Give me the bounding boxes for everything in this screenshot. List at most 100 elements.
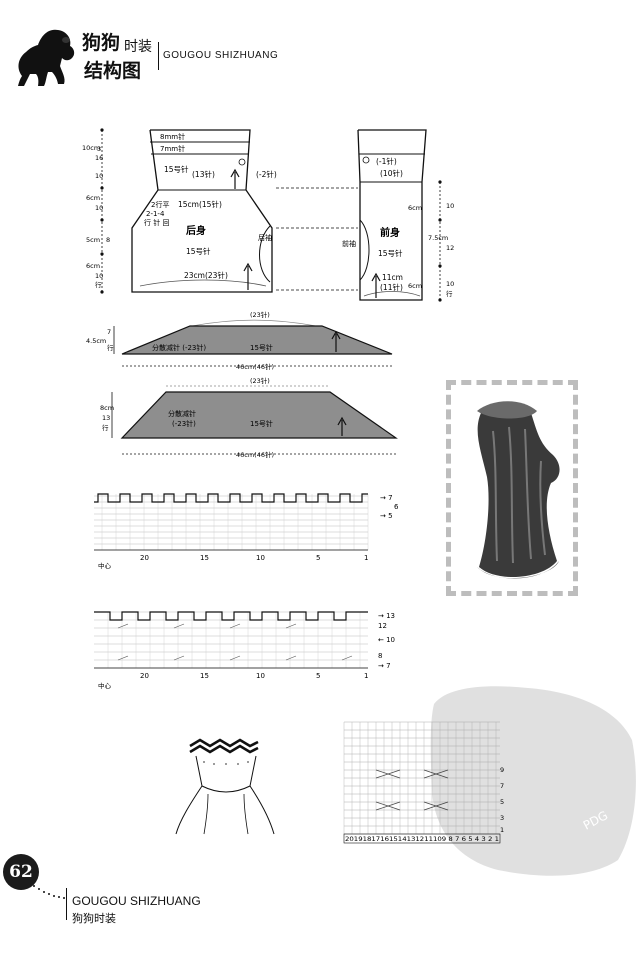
chart1-row-7: 7 xyxy=(388,494,392,502)
svg-text:→ 13: → 13 xyxy=(378,612,395,620)
back-r10a: 10 xyxy=(95,172,103,180)
collar1-bottom: 46cm(46针) xyxy=(236,362,274,371)
back-h10: 10cm xyxy=(82,144,100,152)
back-r16: 16 xyxy=(95,154,103,162)
front-c11: (11针) xyxy=(380,282,403,292)
collar-diagram-1: (23针) 分散减针 (-23针) 15号针 4.5cm 7 行 46cm(46… xyxy=(86,310,393,371)
svg-text:← 10: ← 10 xyxy=(378,636,395,644)
chart2-row-10: 10 xyxy=(386,636,395,644)
collar1-h: 4.5cm xyxy=(86,337,106,345)
back-r3: 3 xyxy=(97,145,101,153)
back-name: 后身 xyxy=(186,224,206,237)
footer-title-cn: 狗狗时装 xyxy=(72,912,116,925)
header-title-b: 时装 xyxy=(124,39,152,55)
back-r10c: 10 xyxy=(95,272,103,280)
back-seq: 2-1-4 xyxy=(146,210,165,218)
collar2-row: 行 xyxy=(102,423,109,432)
chart2-row-13: 13 xyxy=(386,612,395,620)
collar2-r: 13 xyxy=(102,414,110,422)
page-number: 62 xyxy=(9,862,33,882)
back-st1: 8mm针 xyxy=(160,132,185,141)
back-h6b: 6cm xyxy=(86,262,100,270)
front-dec1: (-1针) xyxy=(376,156,397,166)
back-rows: 行 针 回 xyxy=(144,218,169,227)
svg-text:→ 5: → 5 xyxy=(380,512,393,520)
back-sleeve: 后袖 xyxy=(258,233,272,242)
back-r10b: 10 xyxy=(95,204,103,212)
collar2-h: 8cm xyxy=(100,404,114,412)
front-row: 行 xyxy=(446,289,453,298)
back-piece-outline xyxy=(131,129,273,293)
chart3-row-1: 1 xyxy=(500,826,504,834)
back-h6a: 6cm xyxy=(86,194,100,202)
product-photo-frame xyxy=(446,380,578,596)
chart3-row-7: 7 xyxy=(500,782,504,790)
stitch-chart-2: → 13 12 ← 10 8 → 7 20 15 10 5 1 中心 xyxy=(94,611,395,690)
collar-diagram-2: (23针) 分散减针 (-23针) 15号针 8cm 13 行 46cm(46针… xyxy=(100,376,398,459)
svg-text:→ 7: → 7 xyxy=(380,494,393,502)
chart2-col-1: 1 xyxy=(364,672,368,680)
front-c10: (10针) xyxy=(380,168,403,178)
chart3-col-numbers: 20191817161514131211109 8 7 6 5 4 3 2 1 xyxy=(345,836,499,843)
header-subtitle: GOUGOU SHIZHUANG xyxy=(163,50,279,61)
front-r12: 12 xyxy=(446,244,454,252)
svg-text:→ 7: → 7 xyxy=(378,662,391,670)
front-h6a: 6cm xyxy=(408,204,422,212)
knitted-garment-photo xyxy=(477,401,560,579)
collar2-needle: 15号针 xyxy=(250,419,273,428)
collar1-needle: 15号针 xyxy=(250,343,273,352)
front-h6b: 6cm xyxy=(408,282,422,290)
chart2-row-12: 12 xyxy=(378,622,387,630)
garment-sketch xyxy=(175,738,275,835)
header-title-c: 结构图 xyxy=(84,60,142,82)
stitch-chart-1: → 7 6 → 5 20 15 10 5 1 中心 xyxy=(94,493,399,570)
chart3-row-5: 5 xyxy=(500,798,504,806)
front-sleeve: 前袖 xyxy=(342,239,356,248)
back-w23: 23cm(23针) xyxy=(184,270,228,280)
collar1-row: 行 xyxy=(107,343,114,352)
chart1-col-15: 15 xyxy=(200,554,209,562)
chart1-row-5: 5 xyxy=(388,512,392,520)
chart1-col-10: 10 xyxy=(256,554,265,562)
chart3-row-9: 9 xyxy=(500,766,504,774)
chart1-col-5: 5 xyxy=(316,554,320,562)
front-r10a: 10 xyxy=(446,202,454,210)
collar1-r: 7 xyxy=(107,328,111,336)
footer-subtitle: GOUGOU SHIZHUANG xyxy=(72,894,201,908)
header: 狗狗 时装 结构图 GOUGOU SHIZHUANG xyxy=(0,0,640,95)
front-needle: 15号针 xyxy=(378,248,403,258)
front-r10b: 10 xyxy=(446,280,454,288)
chart2-col-5: 5 xyxy=(316,672,320,680)
header-title-a: 狗狗 xyxy=(82,32,121,54)
chart2-row-8: 8 xyxy=(378,652,382,660)
chart2-col-20: 20 xyxy=(140,672,149,680)
watermark-seal: PDG xyxy=(430,686,636,876)
chart2-row-7: 7 xyxy=(386,662,390,670)
back-st2: 7mm针 xyxy=(160,144,185,153)
footer-divider xyxy=(66,888,67,920)
chart1-col-1: 1 xyxy=(364,554,368,562)
collar2-top: (23针) xyxy=(250,376,270,385)
collar2-bottom: 46cm(46针) xyxy=(236,450,274,459)
dog-silhouette-logo xyxy=(18,29,75,86)
chart1-col-20: 20 xyxy=(140,554,149,562)
front-name: 前身 xyxy=(380,226,400,239)
collar1-top: (23针) xyxy=(250,310,270,319)
chart1-row-6: 6 xyxy=(394,503,399,511)
back-needle: 15号针 xyxy=(186,246,211,256)
back-flat: 2行平 xyxy=(151,200,169,209)
chart2-col-15: 15 xyxy=(200,672,209,680)
back-row: 行 xyxy=(95,280,102,289)
back-h5: 5cm xyxy=(86,236,100,244)
collar2-dec2: (-23针) xyxy=(172,419,196,428)
page-number-badge: 62 xyxy=(3,854,39,890)
body-pieces-diagram: 8mm针 7mm针 15号针 (13针) (-2针) 2行平 15cm(15针)… xyxy=(82,128,454,302)
back-c13: (13针) xyxy=(192,169,215,179)
footer-dots xyxy=(33,885,65,899)
collar1-shape xyxy=(121,325,393,355)
stitch-chart-3: 20191817161514131211109 8 7 6 5 4 3 2 1 … xyxy=(343,721,504,844)
collar2-dec1: 分散减针 xyxy=(168,409,196,418)
header-divider xyxy=(158,42,159,70)
back-st3: 15号针 xyxy=(164,164,189,174)
collar2-shape xyxy=(120,391,398,439)
